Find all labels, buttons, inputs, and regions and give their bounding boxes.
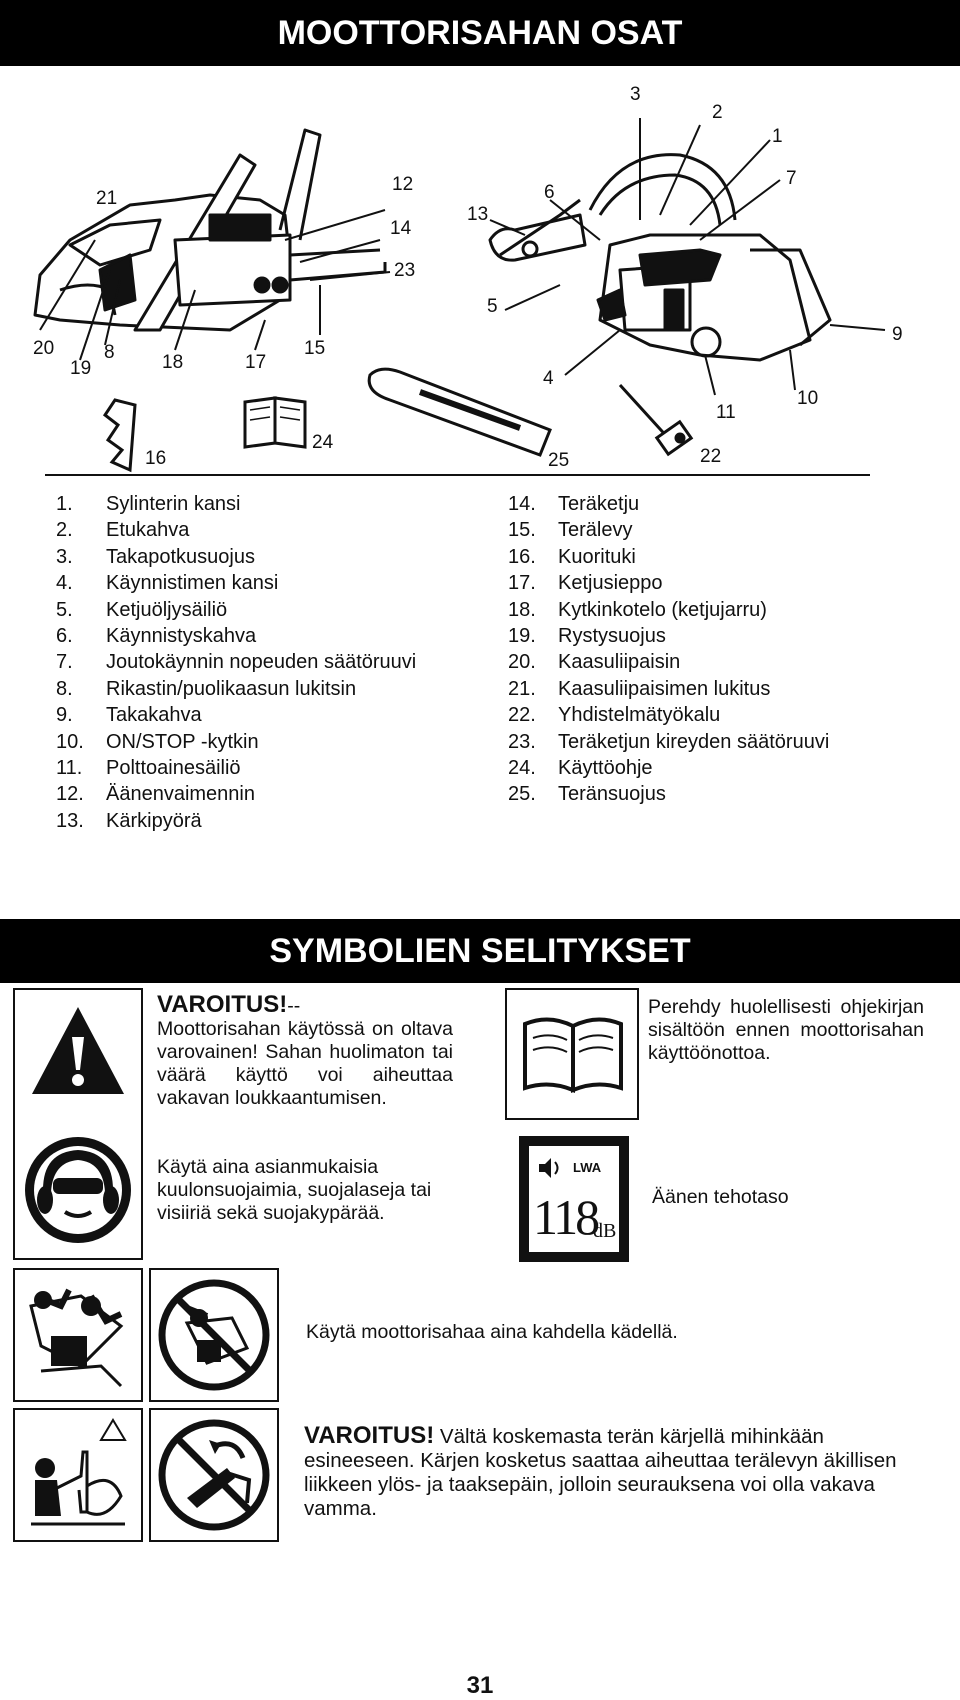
diagram-label-3: 3 bbox=[630, 84, 641, 106]
list-item: 16.Kuorituki bbox=[508, 544, 829, 570]
combination-tool-icon bbox=[620, 385, 691, 454]
list-item: 15.Terälevy bbox=[508, 517, 829, 543]
list-item: 6.Käynnistyskahva bbox=[56, 623, 416, 649]
symbols-title-banner: SYMBOLIEN SELITYKSET bbox=[0, 919, 960, 983]
list-item: 8.Rikastin/puolikaasun lukitsin bbox=[56, 676, 416, 702]
noise-value: 118 bbox=[533, 1192, 597, 1242]
warning-title: VAROITUS! bbox=[157, 991, 287, 1018]
warning-dashes: -- bbox=[287, 995, 300, 1017]
manual-text: Perehdy huolellisesti ohjekirjan sisältö… bbox=[648, 996, 924, 1065]
manual-symbol-box bbox=[505, 988, 639, 1120]
one-hand-prohibited-box bbox=[149, 1268, 279, 1402]
list-item: 13.Kärkipyörä bbox=[56, 808, 416, 834]
diagram-label-9: 9 bbox=[892, 324, 903, 346]
diagram-label-19: 19 bbox=[70, 358, 91, 380]
chainsaw-front-view-icon bbox=[490, 155, 830, 360]
protection-text: Käytä aina asianmukaisia kuulonsuojaimia… bbox=[157, 1156, 453, 1225]
diagram-label-20: 20 bbox=[33, 338, 54, 360]
warning-block: VAROITUS!-- Moottorisahan käytössä on ol… bbox=[157, 993, 453, 1110]
noise-lwa-label: LWA bbox=[573, 1160, 601, 1175]
diagram-label-2: 2 bbox=[712, 102, 723, 124]
kickback-warning-box bbox=[13, 1408, 143, 1542]
list-item: 1.Sylinterin kansi bbox=[56, 491, 416, 517]
noise-text: Äänen tehotaso bbox=[652, 1186, 912, 1209]
diagram-label-11: 11 bbox=[716, 402, 736, 424]
diagram-label-14: 14 bbox=[390, 218, 411, 240]
bark-support-icon bbox=[105, 400, 135, 470]
diagram-label-23: 23 bbox=[394, 260, 415, 282]
kickback-block: VAROITUS! Vältä koskemasta terän kärjell… bbox=[304, 1424, 932, 1521]
parts-list-right: 14.Teräketju 15.Terälevy 16.Kuorituki 17… bbox=[508, 491, 829, 808]
diagram-label-22: 22 bbox=[700, 446, 721, 468]
list-item: 14.Teräketju bbox=[508, 491, 829, 517]
diagram-label-5: 5 bbox=[487, 296, 498, 318]
diagram-label-6: 6 bbox=[544, 182, 555, 204]
list-item: 19.Rystysuojus bbox=[508, 623, 829, 649]
protective-gear-icon bbox=[23, 1130, 133, 1248]
diagram-label-17: 17 bbox=[245, 352, 266, 374]
two-hands-box bbox=[13, 1268, 143, 1402]
diagram-label-8: 8 bbox=[104, 342, 115, 364]
diagram-label-10: 10 bbox=[797, 388, 818, 410]
one-hand-prohibited-icon bbox=[157, 1278, 271, 1392]
diagram-label-18: 18 bbox=[162, 352, 183, 374]
diagram-label-21: 21 bbox=[96, 188, 117, 210]
list-item: 7.Joutokäynnin nopeuden säätöruuvi bbox=[56, 649, 416, 675]
two-hands-chainsaw-icon bbox=[21, 1276, 135, 1394]
symbols-title: SYMBOLIEN SELITYKSET bbox=[269, 932, 690, 970]
chainsaw-diagram bbox=[0, 66, 960, 486]
chainsaw-side-view-icon bbox=[35, 130, 385, 330]
list-item: 20.Kaasuliipaisin bbox=[508, 649, 829, 675]
manual-book-icon bbox=[245, 398, 305, 447]
page-title-banner: MOOTTORISAHAN OSAT bbox=[0, 0, 960, 66]
diagram-label-16: 16 bbox=[145, 448, 166, 470]
list-item: 11.Polttoainesäiliö bbox=[56, 755, 416, 781]
list-item: 12.Äänenvaimennin bbox=[56, 781, 416, 807]
diagram-label-25: 25 bbox=[548, 450, 569, 472]
diagram-label-24: 24 bbox=[312, 432, 333, 454]
list-item: 10.ON/STOP -kytkin bbox=[56, 729, 416, 755]
page-number: 31 bbox=[0, 1672, 960, 1700]
noise-level-box: LWA 118 dB bbox=[519, 1136, 629, 1262]
diagram-label-4: 4 bbox=[543, 368, 554, 390]
kickback-title: VAROITUS! bbox=[304, 1422, 434, 1449]
noise-unit: dB bbox=[593, 1220, 616, 1243]
list-item: 18.Kytkinkotelo (ketjujarru) bbox=[508, 597, 829, 623]
diagram-label-7: 7 bbox=[786, 168, 797, 190]
list-item: 21.Kaasuliipaisimen lukitus bbox=[508, 676, 829, 702]
list-item: 2.Etukahva bbox=[56, 517, 416, 543]
page-title: MOOTTORISAHAN OSAT bbox=[278, 14, 683, 52]
diagram-label-13: 13 bbox=[467, 204, 488, 226]
diagram-label-12: 12 bbox=[392, 174, 413, 196]
list-item: 5.Ketjuöljysäiliö bbox=[56, 597, 416, 623]
diagram-label-15: 15 bbox=[304, 338, 325, 360]
tip-contact-prohibited-box bbox=[149, 1408, 279, 1542]
open-book-icon bbox=[521, 1014, 625, 1094]
list-item: 17.Ketjusieppo bbox=[508, 570, 829, 596]
speaker-icon bbox=[535, 1154, 565, 1182]
kickback-warning-icon bbox=[21, 1416, 135, 1534]
bar-scabbard-icon bbox=[369, 369, 550, 455]
list-item: 22.Yhdistelmätyökalu bbox=[508, 702, 829, 728]
tip-contact-prohibited-icon bbox=[157, 1418, 271, 1532]
list-item: 9.Takakahva bbox=[56, 702, 416, 728]
parts-list-left: 1.Sylinterin kansi 2.Etukahva 3.Takapotk… bbox=[56, 491, 416, 834]
warning-text: Moottorisahan käytössä on oltava varovai… bbox=[157, 1018, 453, 1110]
list-item: 24.Käyttöohje bbox=[508, 755, 829, 781]
list-item: 25.Teränsuojus bbox=[508, 781, 829, 807]
list-item: 23.Teräketjun kireyden säätöruuvi bbox=[508, 729, 829, 755]
warning-symbols-box bbox=[13, 988, 143, 1260]
diagram-label-1: 1 bbox=[772, 126, 783, 148]
list-item: 3.Takapotkusuojus bbox=[56, 544, 416, 570]
two-hands-text: Käytä moottorisahaa aina kahdella kädell… bbox=[306, 1321, 926, 1344]
warning-triangle-icon bbox=[28, 1002, 128, 1102]
list-item: 4.Käynnistimen kansi bbox=[56, 570, 416, 596]
